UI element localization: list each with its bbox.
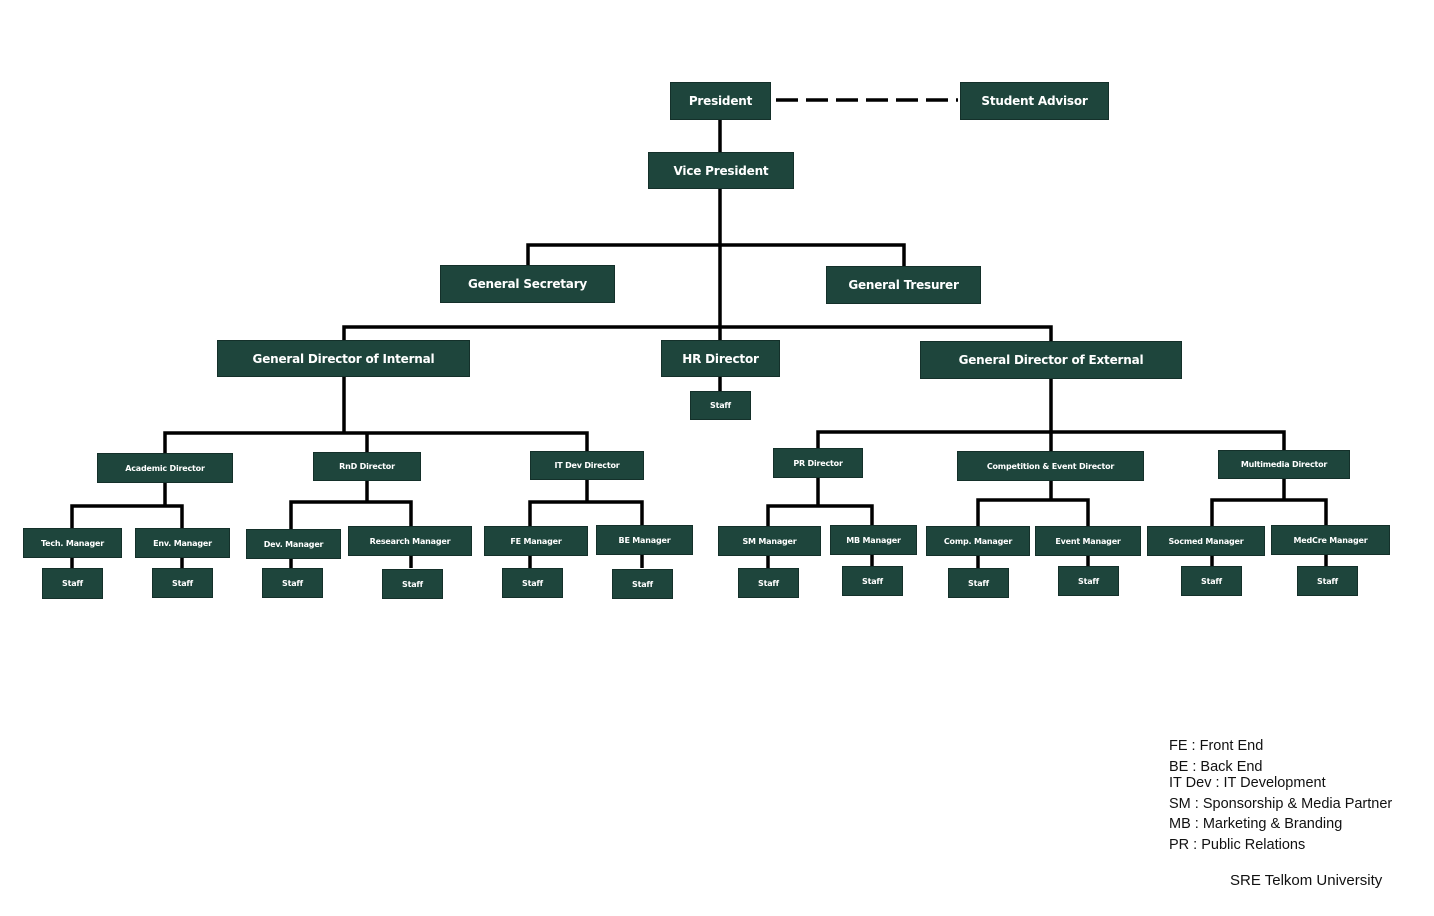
- president-box: President: [670, 82, 771, 120]
- connector: [766, 478, 874, 568]
- manager-box: Comp. Manager: [926, 526, 1030, 556]
- staff-box: Staff: [502, 568, 563, 598]
- director-box: IT Dev Director: [530, 451, 644, 480]
- legend-item: BE : Back End: [1169, 758, 1263, 775]
- abbreviation-legend: FE : Front End BE : Back End IT Dev : IT…: [1169, 736, 1392, 856]
- legend-item: IT Dev : IT Development: [1169, 775, 1326, 792]
- director-box: Multimedia Director: [1218, 450, 1350, 479]
- legend-item: SM : Sponsorship & Media Partner: [1169, 795, 1393, 812]
- director-box: PR Director: [773, 448, 863, 478]
- connector: [70, 483, 184, 568]
- staff-box: Staff: [1058, 566, 1119, 596]
- director-box: Competition & Event Director: [957, 451, 1144, 481]
- staff-box: Staff: [738, 568, 799, 598]
- connector: [1210, 479, 1328, 566]
- manager-box: MedCre Manager: [1271, 525, 1390, 555]
- hr-director-box: HR Director: [661, 340, 780, 377]
- manager-box: Event Manager: [1035, 526, 1141, 556]
- connector: [816, 379, 1286, 451]
- connector: [342, 120, 1053, 391]
- staff-box: Staff: [948, 568, 1009, 598]
- student-advisor-box: Student Advisor: [960, 82, 1109, 120]
- staff-box: Staff: [152, 568, 213, 598]
- staff-box: Staff: [842, 566, 903, 596]
- manager-box: Tech. Manager: [23, 528, 122, 558]
- staff-box: Staff: [262, 568, 323, 598]
- connector: [528, 480, 644, 568]
- hr-staff-box: Staff: [690, 391, 751, 420]
- connector: [163, 377, 589, 453]
- manager-box: Socmed Manager: [1147, 526, 1265, 556]
- connector: [976, 481, 1090, 568]
- organization-name: SRE Telkom University: [1230, 872, 1383, 889]
- legend-item: FE : Front End: [1169, 738, 1264, 754]
- vice-president-box: Vice President: [648, 152, 794, 189]
- director-box: Academic Director: [97, 453, 233, 483]
- legend-item: PR : Public Relations: [1169, 836, 1306, 853]
- staff-box: Staff: [1297, 566, 1358, 596]
- manager-box: Dev. Manager: [246, 529, 341, 559]
- staff-box: Staff: [1181, 566, 1242, 596]
- manager-box: BE Manager: [596, 525, 693, 555]
- manager-box: MB Manager: [830, 525, 917, 555]
- gd-external-box: General Director of External: [920, 341, 1182, 379]
- gd-internal-box: General Director of Internal: [217, 340, 470, 377]
- staff-box: Staff: [42, 568, 103, 599]
- manager-box: FE Manager: [484, 526, 588, 556]
- general-secretary-box: General Secretary: [440, 265, 615, 303]
- manager-box: SM Manager: [718, 526, 821, 556]
- manager-box: Research Manager: [348, 526, 472, 556]
- director-box: RnD Director: [313, 452, 421, 481]
- staff-box: Staff: [612, 569, 673, 599]
- legend-item: MB : Marketing & Branding: [1169, 816, 1343, 833]
- manager-box: Env. Manager: [135, 528, 230, 558]
- staff-box: Staff: [382, 569, 443, 599]
- general-treasurer-box: General Tresurer: [826, 266, 981, 304]
- connector: [289, 481, 413, 568]
